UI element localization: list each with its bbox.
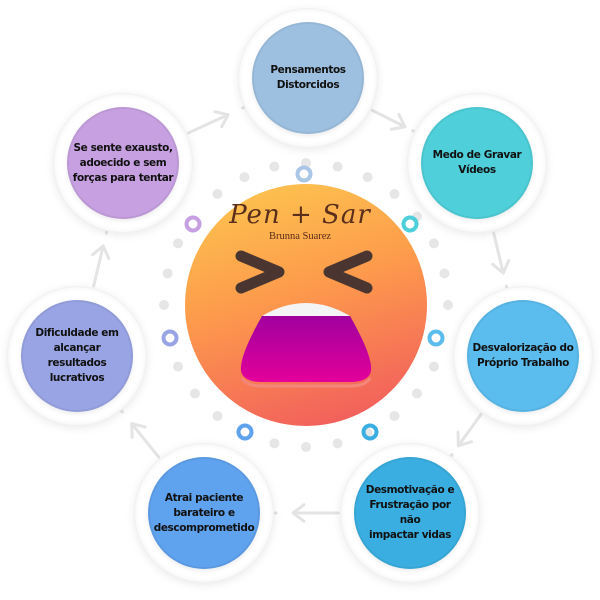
arrow-head-icon <box>456 430 473 448</box>
connector-line <box>241 105 247 110</box>
node-circle: Medo de Gravar Vídeos <box>421 107 533 219</box>
cycle-node-2: Medo de Gravar Vídeos <box>408 94 546 232</box>
right-eye-icon <box>323 250 373 294</box>
node-label: Pensamentos Distorcidos <box>270 64 346 91</box>
decorative-dot <box>428 238 439 249</box>
decorative-dot <box>332 438 343 449</box>
decorative-dot <box>443 300 453 310</box>
arrow-head-icon <box>491 259 511 275</box>
decorative-ring-icon <box>161 329 179 347</box>
decorative-ring-icon <box>427 329 445 347</box>
cycle-node-6: Dificuldade em alcançar resultados lucra… <box>8 287 146 425</box>
decorative-ring-icon <box>184 215 202 233</box>
cycle-node-7: Se sente exausto, adoecido e sem forças … <box>54 94 192 232</box>
left-eye-icon <box>235 250 285 294</box>
decorative-dot <box>212 411 223 421</box>
connector-line <box>131 423 161 459</box>
decorative-dot <box>159 300 169 310</box>
decorative-dot <box>269 161 280 172</box>
decorative-ring-icon <box>295 165 313 183</box>
decorative-dot <box>173 361 184 372</box>
decorative-dot <box>428 361 439 372</box>
decorative-ring-icon <box>401 215 419 233</box>
mouth-icon <box>240 303 372 388</box>
arrow-head-icon <box>213 110 230 129</box>
connector-line <box>370 108 405 128</box>
cycle-node-4: Desmotivação e Frustração por não impact… <box>341 444 479 582</box>
decorative-dot <box>389 189 400 199</box>
decorative-ring-icon <box>361 423 379 441</box>
decorative-dot <box>362 172 373 183</box>
decorative-dot <box>269 438 280 449</box>
cycle-node-1: Pensamentos Distorcidos <box>239 9 377 147</box>
node-label: Dificuldade em alcançar resultados lucra… <box>35 327 119 384</box>
node-label: Desvalorização do Próprio Trabalho <box>472 342 574 369</box>
node-circle: Desvalorização do Próprio Trabalho <box>467 300 579 412</box>
decorative-dot <box>412 388 422 399</box>
connector-line <box>186 113 228 135</box>
node-circle: Dificuldade em alcançar resultados lucra… <box>21 300 133 412</box>
node-label: Medo de Gravar Vídeos <box>432 149 522 176</box>
node-circle: Se sente exausto, adoecido e sem forças … <box>67 107 179 219</box>
logo-script: Pen + Sar <box>229 200 371 230</box>
connector-line <box>492 231 505 273</box>
node-label: Desmotivação e Frustração por não impact… <box>365 484 455 541</box>
node-label: Atrai paciente barateiro e descomprometi… <box>153 491 255 534</box>
decorative-dot <box>389 411 400 421</box>
decorative-dot <box>332 161 343 172</box>
node-label: Se sente exausto, adoecido e sem forças … <box>72 141 174 184</box>
decorative-dot <box>439 268 450 279</box>
node-circle: Desmotivação e Frustração por não impact… <box>354 457 466 569</box>
decorative-dot <box>190 388 200 399</box>
logo-subtitle: Brunna Suarez <box>268 231 332 242</box>
decorative-dot <box>301 442 311 452</box>
arrow-head-icon <box>291 503 306 523</box>
connector-line <box>457 412 483 446</box>
arrow-head-icon <box>389 112 407 131</box>
connector-line <box>118 408 124 414</box>
node-circle: Atrai paciente barateiro e descomprometi… <box>148 457 260 569</box>
decorative-dot <box>162 268 173 279</box>
node-circle: Pensamentos Distorcidos <box>252 22 364 134</box>
decorative-ring-icon <box>236 423 254 441</box>
arrow-head-icon <box>91 244 111 260</box>
decorative-dot <box>173 238 184 249</box>
connector-line <box>92 246 105 288</box>
decorative-dot <box>212 189 223 199</box>
decorative-dot <box>301 158 311 168</box>
cycle-node-5: Atrai paciente barateiro e descomprometi… <box>135 444 273 582</box>
arrow-head-icon <box>130 422 147 439</box>
decorative-dot <box>239 172 250 183</box>
cycle-node-3: Desvalorização do Próprio Trabalho <box>454 287 592 425</box>
